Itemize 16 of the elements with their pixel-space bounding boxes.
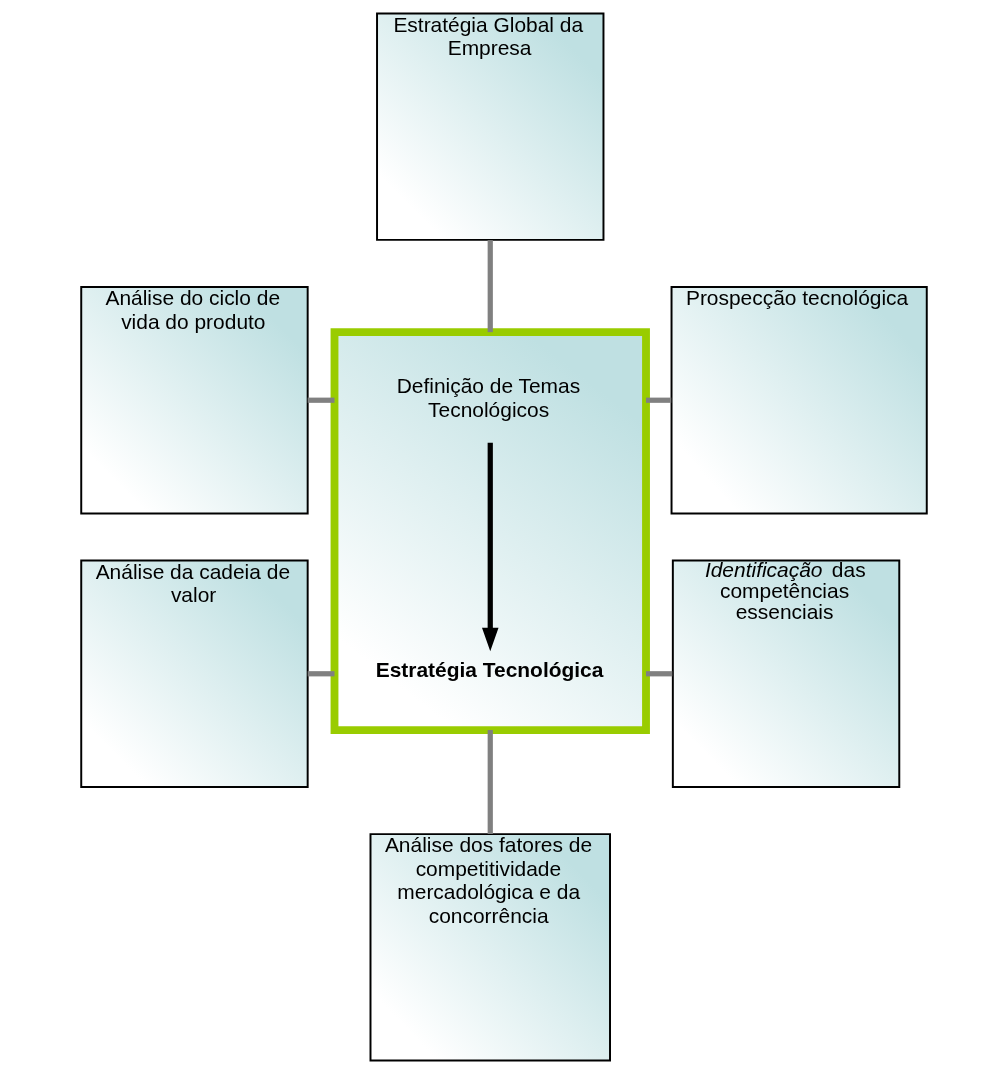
arrow bbox=[482, 442, 499, 652]
node-box: Análise da cadeia de valor bbox=[80, 559, 309, 788]
connector bbox=[307, 671, 335, 677]
node-box: Análise dos fatores de competitividade mercadológica e da concorrência bbox=[369, 833, 611, 1062]
connector bbox=[646, 671, 673, 677]
node-box: Análise do ciclo de vida do produto bbox=[80, 286, 309, 515]
node-box: Identificação das competências essenciais bbox=[671, 559, 901, 788]
connector bbox=[307, 397, 335, 403]
cluster bbox=[330, 328, 650, 734]
connector bbox=[646, 397, 672, 403]
connector bbox=[487, 240, 493, 333]
node-text: Estratégia Tecnológica bbox=[375, 658, 604, 682]
connector bbox=[487, 730, 493, 834]
node-box: Prospecção tecnológica bbox=[670, 286, 928, 515]
node-box: Estratégia Global da Empresa bbox=[376, 12, 605, 241]
node-text: Definição de Temas Tecnológicos bbox=[396, 374, 581, 421]
